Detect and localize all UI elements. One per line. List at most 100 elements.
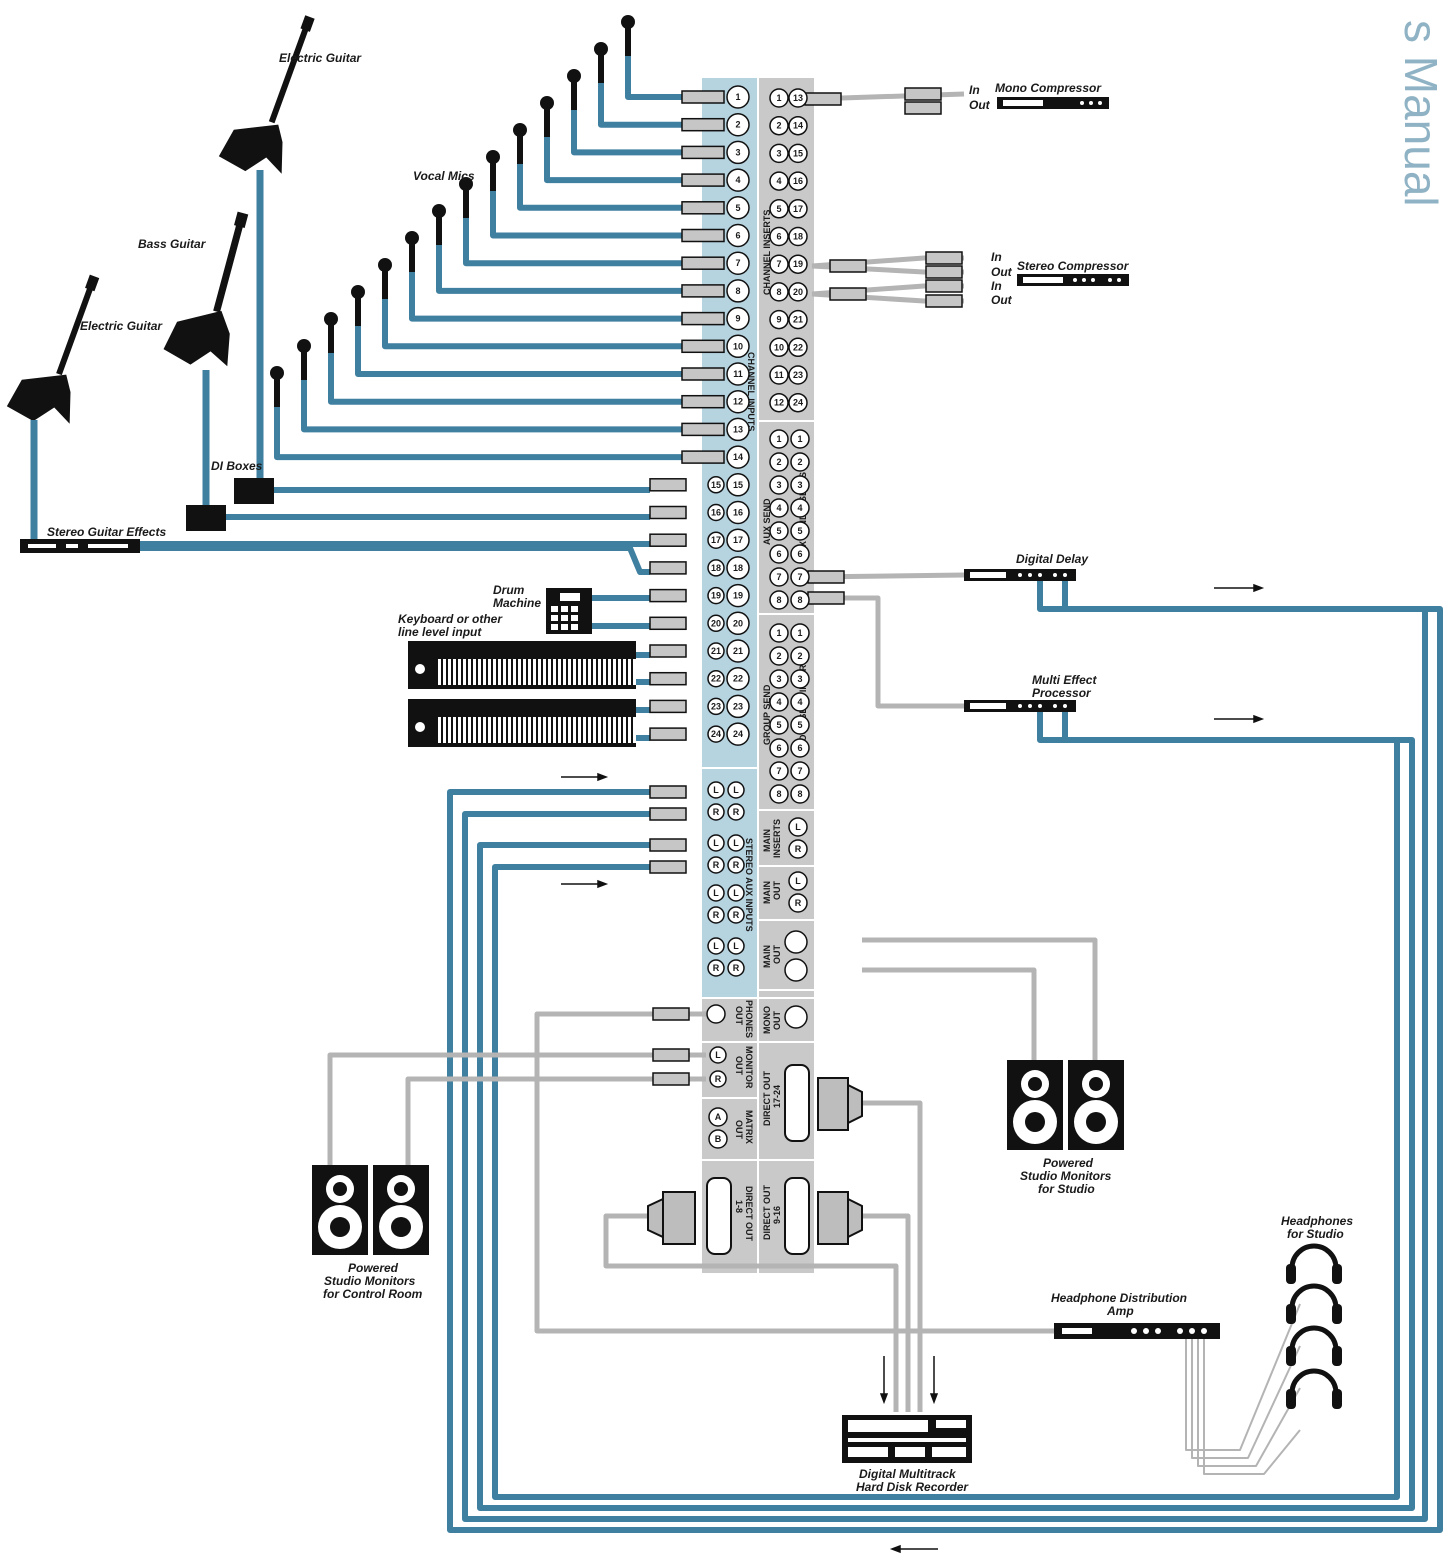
insert-jack-9-label: 9 [776,315,781,325]
mic-cable-4 [544,111,700,184]
powered-cr-label-3: for Control Room [323,1287,423,1301]
delay-return-r [462,581,1428,1522]
keyboard-2-key-7 [473,717,476,743]
keyboard-1-key-1 [443,659,446,685]
channel-line-jack-17-label: 17 [711,535,721,545]
aux-send-jack-4 [769,498,789,518]
keyboard-1-key-10 [488,659,491,685]
stereo-aux-3-b-R-label: R [733,910,740,920]
channel-input-jack-14 [726,445,750,469]
keyboard-2-key-5 [463,717,466,743]
insert-jack-5-label: 5 [776,204,781,214]
channel-input-jack-20 [726,611,750,636]
mic-icon-10 [378,258,392,272]
group-send-jack-7-label: 7 [776,766,781,776]
channel-input-jack-9 [726,306,750,331]
keyboard-2-key-20 [538,717,541,743]
keyboard-2-key-27 [573,717,576,743]
group-insert-jack-7 [790,761,810,781]
keyboard-2-key-38 [628,717,631,743]
channel-line-jack-20-label: 20 [711,618,721,628]
aux-insert-jack-8 [790,590,810,610]
direct-1-8-cable [603,1213,899,1412]
aux-send-jack-6 [769,544,789,564]
keyboard-1-key-21 [543,659,546,685]
stereo-aux-3-a-R [707,906,725,924]
speaker-2-woofer-center [1086,1112,1106,1132]
line-plug-23 [649,699,687,714]
channel-input-jack-20-label: 20 [733,618,743,628]
group-insert-jack-4 [790,692,810,712]
keyboard-1-wheel [415,664,425,674]
keyboard-2-key-21 [543,717,546,743]
mic-body-14 [274,379,280,407]
mic-cable-9 [409,246,700,322]
group-send-jack-8 [769,784,789,804]
insert-jack-16-label: 16 [793,176,803,186]
monitor-out-r-cable [405,1076,706,1168]
channel-input-jack-7 [726,251,750,275]
group-send-jack-4 [769,692,789,712]
stereo-aux-2-b-R [727,856,745,874]
headphones-label-1: Headphones [1281,1214,1353,1228]
headphones-1-right-cup [1332,1264,1342,1284]
main-insert-R [788,839,808,859]
fx-return-l-plug [649,838,687,852]
mic-cable-6 [490,165,700,239]
speaker-4-woofer-center [391,1217,411,1237]
mic-icon-3 [567,69,581,83]
channel-line-jack-23-label: 23 [711,701,721,711]
line-plug-18 [649,561,687,575]
channel-input-jack-16 [726,500,750,525]
insert-jack-24 [788,392,808,413]
group-send-jack-2-label: 2 [776,651,781,661]
main-insert-L-label: L [795,822,801,832]
group-insert-jack-4-label: 4 [797,697,802,707]
stereo-aux-3-b-R [727,906,745,924]
main-inserts-label-1: MAIN [762,829,772,852]
plug-gray-11 [652,1007,690,1021]
headphones-4-right-cup [1332,1389,1342,1409]
insert-jack-7-label: 7 [776,259,781,269]
plug-gray-1 [904,87,942,101]
channel-input-jack-4-label: 4 [735,175,740,185]
delay-return-r-plug [649,807,687,821]
group-send-jack-1-label: 1 [776,628,781,638]
vocal-mics [270,15,635,407]
insert-jack-15-label: 15 [793,148,803,158]
line-plug-21 [649,644,687,658]
keyboard-1-key-38 [628,659,631,685]
aux-insert-jack-1-label: 1 [797,434,802,444]
aux-insert-jack-3-label: 3 [797,480,802,490]
headphone-distribution-amp-unit [1054,1323,1220,1339]
channel-line-jack-15-label: 15 [711,480,721,490]
matrix-out-label-2: OUT [734,1120,744,1140]
keyboard-2-key-9 [483,717,486,743]
channel-input-jack-15-label: 15 [733,480,743,490]
xlr-plug-7 [681,256,725,270]
keyboard-2-key-4 [458,717,461,743]
keyboard-2-key-23 [553,717,556,743]
line-plug-19 [649,588,687,603]
group-send-jack-8-label: 8 [776,789,781,799]
xlr-plug-13 [681,422,725,437]
channel-input-jack-8-label: 8 [735,286,740,296]
plug-gray-2 [904,101,942,115]
multi-effect-label-2: Processor [1032,686,1092,700]
mic-icon-12 [324,312,338,326]
monitor-out-label-2: OUT [734,1056,744,1076]
xlr-plug-9 [681,311,725,326]
line-cable-18 [140,545,650,575]
channel-line-jack-21 [707,642,725,660]
di-box-1 [234,478,274,504]
stereo-aux-4-a-L-label: L [713,941,719,951]
channel-input-jack-13-label: 13 [733,424,743,434]
mic-body-2 [598,55,604,83]
channel-input-jack-5-label: 5 [735,203,740,213]
insert-jack-12-label: 12 [774,398,784,408]
aux-send-jack-3 [769,475,789,495]
channel-input-jack-19-label: 19 [733,591,743,601]
channel-input-jack-4 [726,168,750,192]
mono-out-label-2: OUT [772,1011,782,1031]
keyboard-1-key-27 [573,659,576,685]
